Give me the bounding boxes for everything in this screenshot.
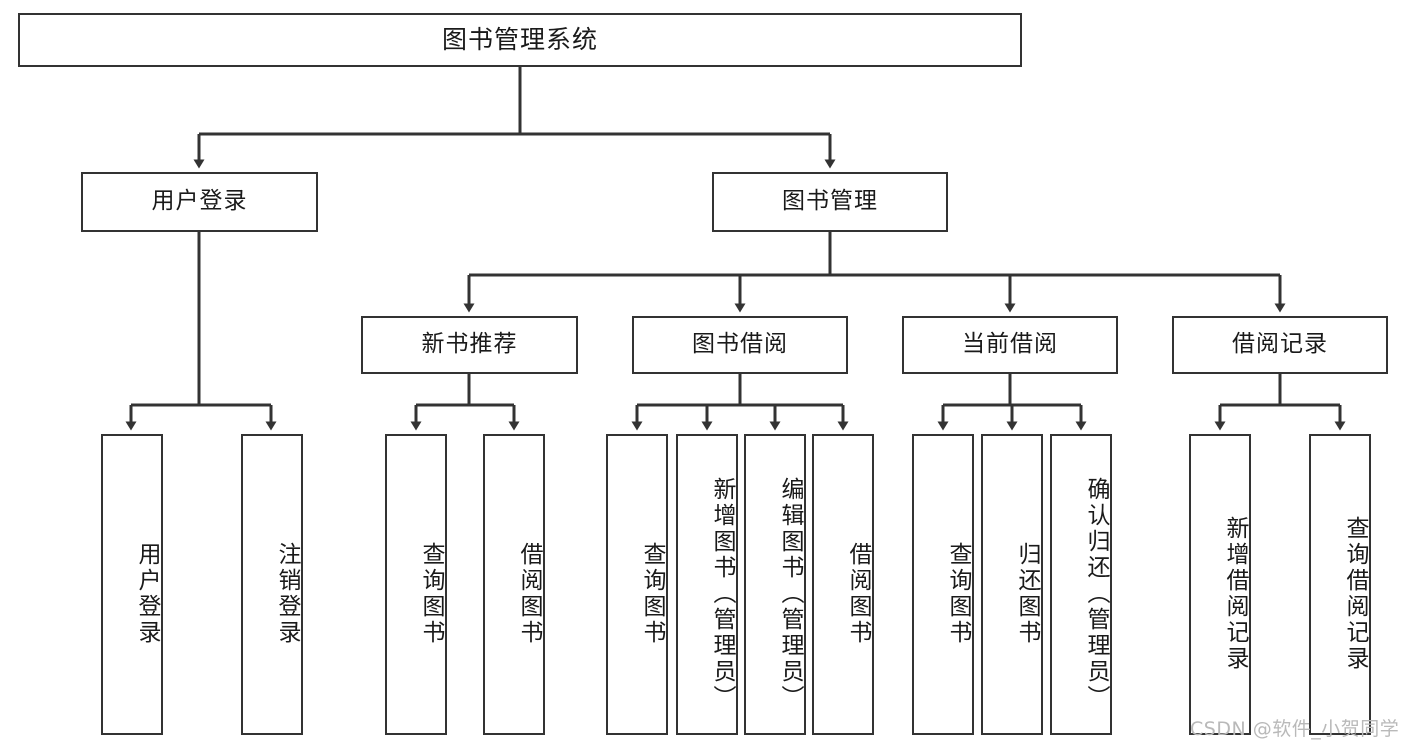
node-label: 用户登录 <box>151 188 248 215</box>
leaf-borrow-book-recommend[interactable]: 借阅图书 <box>483 434 545 735</box>
node-label: 新增借阅记录 <box>1222 515 1248 672</box>
node-user-login[interactable]: 用户登录 <box>81 172 318 232</box>
leaf-confirm-return-admin[interactable]: 确认归还（管理员） <box>1050 434 1112 735</box>
node-label: 图书管理系统 <box>441 25 598 55</box>
leaf-add-book-admin[interactable]: 新增图书（管理员） <box>676 434 738 735</box>
leaf-query-book-recommend[interactable]: 查询图书 <box>385 434 447 735</box>
node-label: 注销登录 <box>274 541 300 646</box>
node-label: 查询图书 <box>945 541 971 646</box>
node-book-management[interactable]: 图书管理 <box>712 172 948 232</box>
leaf-query-book-current[interactable]: 查询图书 <box>912 434 974 735</box>
node-label: 当前借阅 <box>962 331 1058 358</box>
node-label: 图书借阅 <box>692 331 788 358</box>
csdn-watermark: CSDN @软件_小贺同学 <box>1190 718 1400 740</box>
node-label: 借阅图书 <box>845 541 871 646</box>
node-label: 确认归还（管理员） <box>1083 476 1109 711</box>
leaf-return-book[interactable]: 归还图书 <box>981 434 1043 735</box>
leaf-query-book-borrow[interactable]: 查询图书 <box>606 434 668 735</box>
node-label: 新书推荐 <box>421 331 518 358</box>
leaf-query-borrow-record[interactable]: 查询借阅记录 <box>1309 434 1371 735</box>
leaf-borrow-book[interactable]: 借阅图书 <box>812 434 874 735</box>
node-label: 查询图书 <box>639 541 665 646</box>
node-label: 查询借阅记录 <box>1342 515 1368 672</box>
leaf-user-login[interactable]: 用户登录 <box>101 434 163 735</box>
node-label: 用户登录 <box>134 541 160 646</box>
leaf-add-borrow-record[interactable]: 新增借阅记录 <box>1189 434 1251 735</box>
node-book-borrow[interactable]: 图书借阅 <box>632 316 848 374</box>
node-label: 新增图书（管理员） <box>709 476 735 711</box>
node-label: 归还图书 <box>1014 541 1040 646</box>
leaf-edit-book-admin[interactable]: 编辑图书（管理员） <box>744 434 806 735</box>
node-label: 借阅记录 <box>1232 331 1328 358</box>
node-new-book-recommend[interactable]: 新书推荐 <box>361 316 578 374</box>
node-root-book-management-system[interactable]: 图书管理系统 <box>18 13 1022 67</box>
node-borrow-record[interactable]: 借阅记录 <box>1172 316 1388 374</box>
node-current-borrow[interactable]: 当前借阅 <box>902 316 1118 374</box>
leaf-logout[interactable]: 注销登录 <box>241 434 303 735</box>
node-label: 编辑图书（管理员） <box>777 476 803 711</box>
node-label: 查询图书 <box>418 541 444 646</box>
node-label: 借阅图书 <box>516 541 542 646</box>
node-label: 图书管理 <box>782 188 878 215</box>
